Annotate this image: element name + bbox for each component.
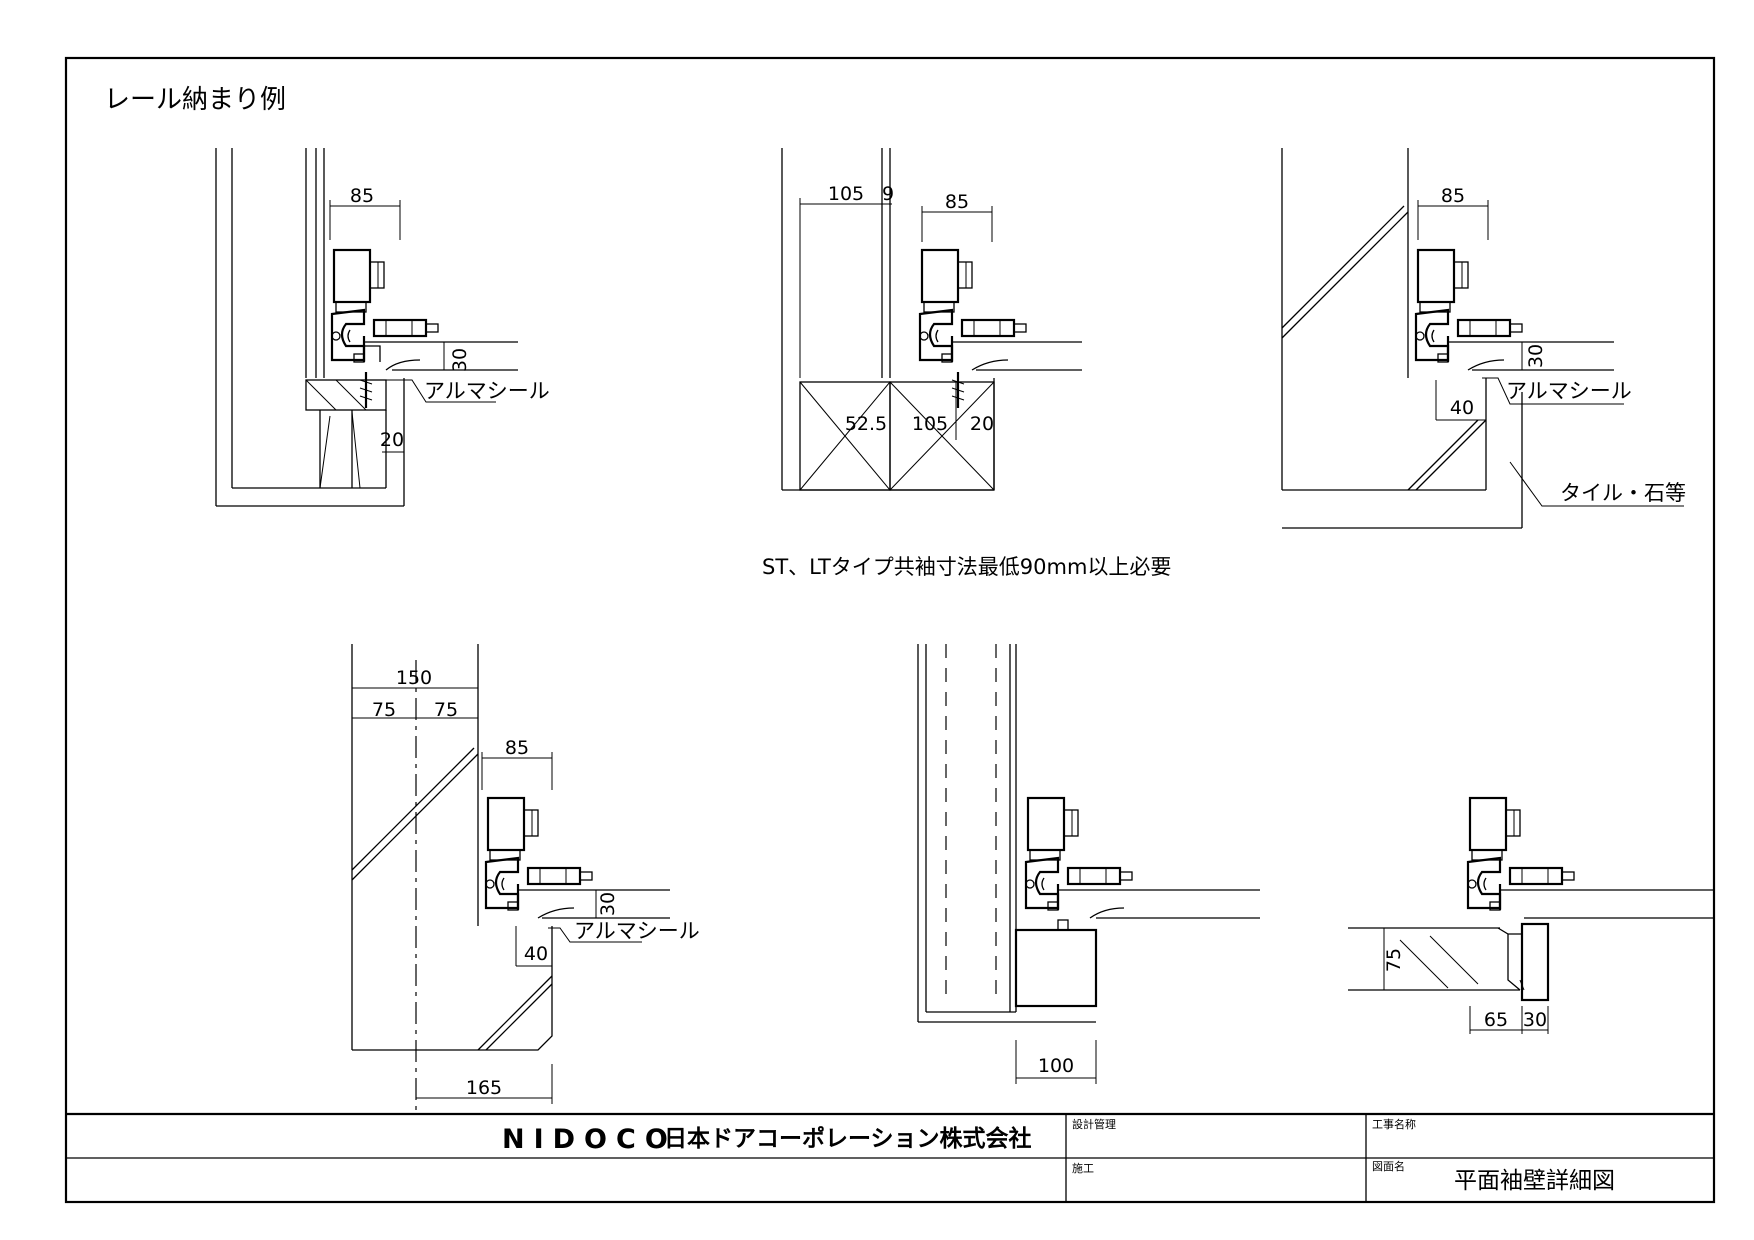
- d1-dim-85: 85: [350, 185, 374, 207]
- drawing-label: 図面名: [1372, 1159, 1405, 1173]
- d1-dim-20: 20: [380, 429, 404, 451]
- d3-seal-label: アルマシール: [1506, 379, 1632, 403]
- d4-dim-150: 150: [396, 667, 432, 689]
- construction-label: 施工: [1072, 1162, 1094, 1175]
- d2-dim-105b: 105: [912, 413, 948, 435]
- d4-dim-75a: 75: [372, 699, 396, 721]
- detail-1: 85 30 20 アルマシール: [215, 148, 550, 507]
- d1-seal-label: アルマシール: [424, 379, 550, 403]
- detail-2: 105 9 52.5 105 20 85: [781, 148, 1082, 491]
- drawing-name: 平面袖壁詳細図: [1454, 1168, 1615, 1194]
- detail-4: 150 75 75 85 30 40 アルマシール 165: [351, 644, 700, 1110]
- d2-dim-52-5: 52.5: [845, 413, 887, 435]
- sheet-border: [64, 56, 1716, 1204]
- d2-dim-20: 20: [970, 413, 994, 435]
- d3-tile-label: タイル・石等: [1560, 481, 1686, 505]
- d3-dim-85: 85: [1441, 185, 1465, 207]
- company-latin: NIDOCO: [502, 1124, 677, 1155]
- d5-dim-100: 100: [1038, 1055, 1074, 1077]
- detail-3: 85 30 40 アルマシール タイル・石等: [1281, 148, 1686, 529]
- company-jp: 日本ドアコーポレーション株式会社: [664, 1125, 1032, 1152]
- d6-dim-75: 75: [1383, 948, 1405, 972]
- d4-dim-165: 165: [466, 1077, 502, 1099]
- d1-dim-30: 30: [449, 348, 471, 372]
- project-label: 工事名称: [1372, 1117, 1416, 1131]
- d3-dim-40: 40: [1450, 397, 1474, 419]
- d4-dim-85: 85: [505, 737, 529, 759]
- d2-dim-9: 9: [882, 183, 894, 205]
- d3-dim-30: 30: [1525, 344, 1547, 368]
- d6-dim-30: 30: [1523, 1009, 1547, 1031]
- d2-dim-105: 105: [828, 183, 864, 205]
- title-block: NIDOCO 日本ドアコーポレーション株式会社 設計管理 工事名称 施工 図面名…: [66, 1112, 1714, 1202]
- detail-5: 100: [917, 644, 1260, 1084]
- d6-dim-65: 65: [1484, 1009, 1508, 1031]
- requirement-note: ST、LTタイプ共袖寸法最低90mm以上必要: [762, 555, 1171, 579]
- d4-dim-30: 30: [597, 892, 619, 916]
- page-title: レール納まり例: [104, 85, 286, 115]
- detail-6: 75 65 30: [1348, 796, 1714, 1034]
- d4-dim-75b: 75: [434, 699, 458, 721]
- d2-dim-85: 85: [945, 191, 969, 213]
- design-label: 設計管理: [1072, 1117, 1116, 1131]
- d4-dim-40: 40: [524, 943, 548, 965]
- d4-seal-label: アルマシール: [574, 919, 700, 943]
